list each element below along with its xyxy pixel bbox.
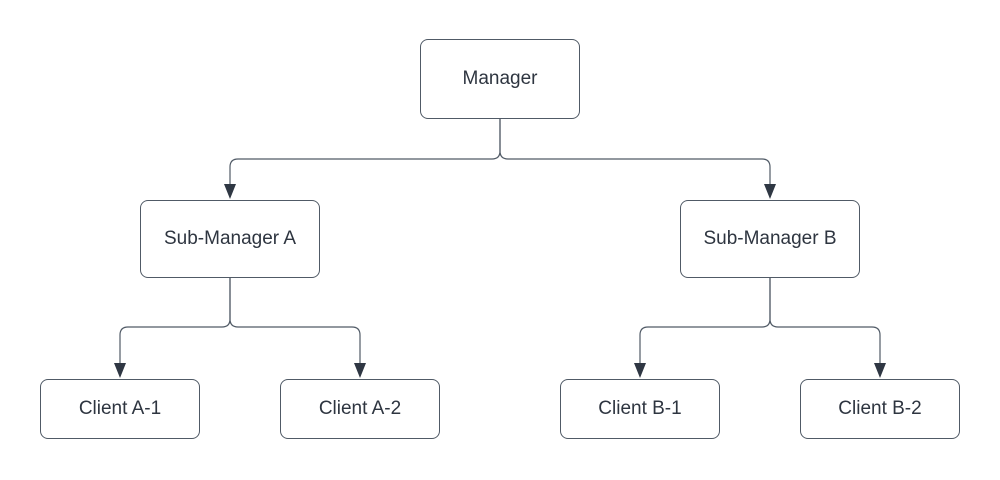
arrowhead-client-a2: [354, 363, 366, 378]
node-sub-manager-b-label: Sub-Manager B: [703, 227, 837, 249]
node-client-a2-label: Client A-2: [318, 397, 402, 419]
connector-sub-manager-b-to-client-b1: [639, 278, 771, 363]
connector-manager-to-sub-manager-b: [499, 119, 771, 184]
arrowhead-client-a1: [114, 363, 126, 378]
connector-manager-to-sub-manager-a: [229, 119, 501, 184]
arrowhead-client-b1: [634, 363, 646, 378]
arrowhead-sub-manager-b: [764, 184, 776, 199]
arrowhead-client-b2: [874, 363, 886, 378]
node-sub-manager-a-label: Sub-Manager A: [163, 227, 297, 249]
connector-sub-manager-b-to-client-b2: [769, 278, 881, 363]
node-client-a1-label: Client A-1: [78, 397, 162, 419]
node-sub-manager-b: Sub-Manager B: [680, 200, 860, 278]
node-sub-manager-a: Sub-Manager A: [140, 200, 320, 278]
node-client-b2-label: Client B-2: [838, 397, 922, 419]
connector-sub-manager-a-to-client-a1: [119, 278, 231, 363]
arrowhead-sub-manager-a: [224, 184, 236, 199]
node-client-b2: Client B-2: [800, 379, 960, 439]
node-client-b1: Client B-1: [560, 379, 720, 439]
node-client-b1-label: Client B-1: [598, 397, 682, 419]
node-manager: Manager: [420, 39, 580, 119]
node-manager-label: Manager: [462, 67, 538, 89]
node-client-a2: Client A-2: [280, 379, 440, 439]
node-client-a1: Client A-1: [40, 379, 200, 439]
connector-sub-manager-a-to-client-a2: [229, 278, 361, 363]
